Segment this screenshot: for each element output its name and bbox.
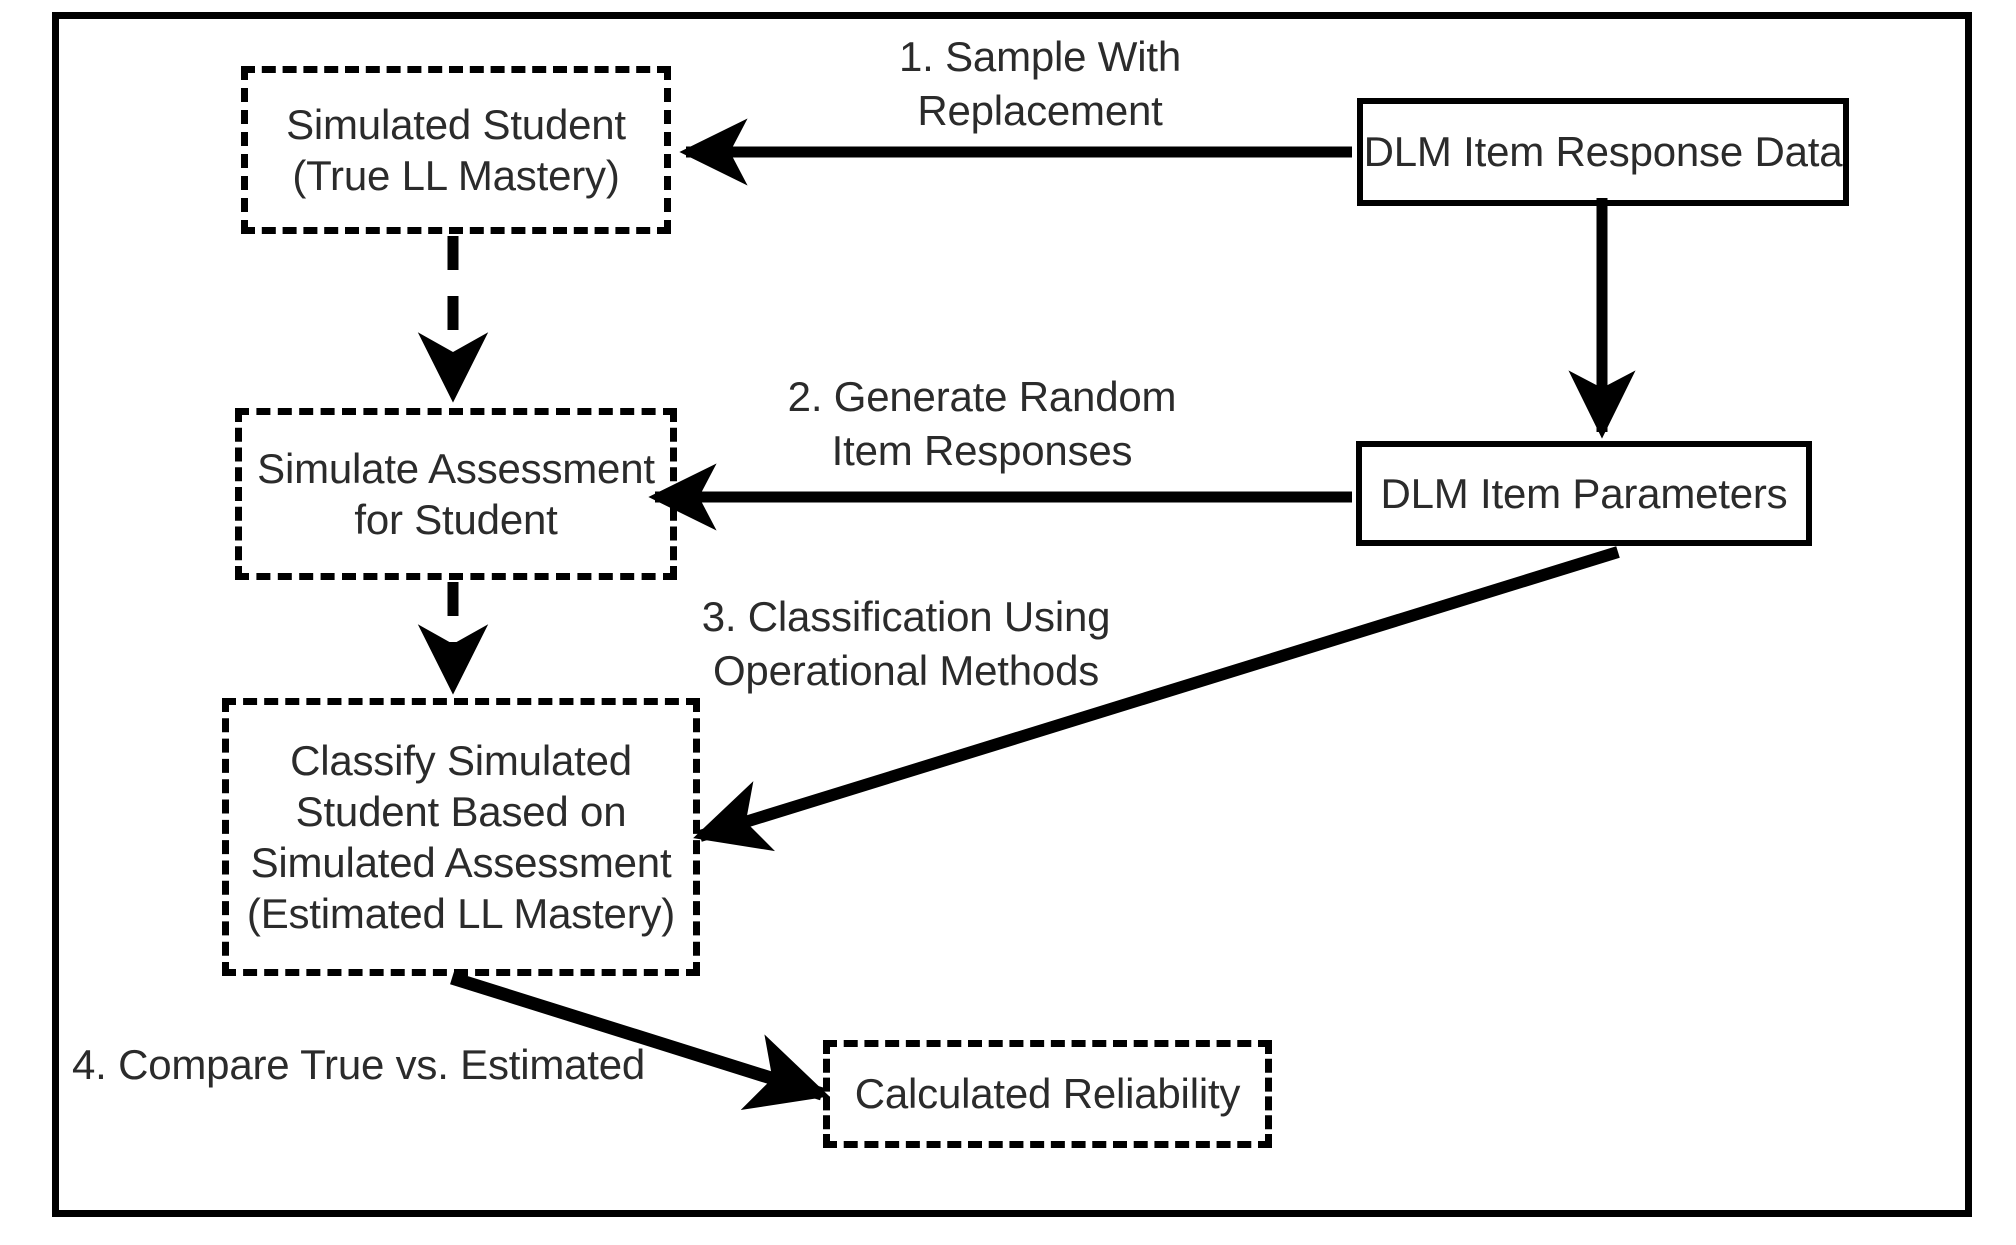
node-classify-simulated-student-line-2: Student Based on (295, 787, 627, 835)
node-simulate-assessment-line-2: for Student (354, 496, 558, 543)
node-calculated-reliability[interactable]: Calculated Reliability (823, 1040, 1272, 1148)
node-classify-simulated-student-line-1: Classify Simulated (290, 736, 632, 784)
step-label-4: 4. Compare True vs. Estimated (72, 1038, 692, 1092)
node-dlm-item-response-data-line-1: DLM Item Response Data (1363, 128, 1843, 176)
step-label-1: 1. Sample With Replacement (880, 30, 1200, 138)
step-label-3: 3. Classification Using Operational Meth… (686, 590, 1126, 698)
node-dlm-item-response-data[interactable]: DLM Item Response Data (1357, 98, 1849, 206)
node-dlm-item-parameters[interactable]: DLM Item Parameters (1356, 441, 1812, 546)
node-simulated-student-line-2: (True LL Mastery) (292, 152, 620, 199)
node-simulated-student[interactable]: Simulated Student (True LL Mastery) (241, 66, 671, 234)
node-classify-simulated-student-line-3: Simulated Assessment (250, 839, 672, 886)
step-label-3-line-2: Operational Methods (712, 646, 1100, 694)
step-label-1-line-2: Replacement (917, 86, 1163, 134)
node-dlm-item-parameters-line-1: DLM Item Parameters (1380, 469, 1788, 517)
node-simulate-assessment-line-1: Simulate Assessment (257, 444, 655, 492)
step-label-2-line-2: Item Responses (831, 426, 1133, 474)
figure-border (52, 12, 1972, 1217)
node-classify-simulated-student[interactable]: Classify Simulated Student Based on Simu… (222, 698, 700, 976)
node-simulated-student-line-1: Simulated Student (286, 100, 626, 148)
step-label-3-line-1: 3. Classification Using (701, 593, 1111, 640)
step-label-2-line-1: 2. Generate Random (787, 373, 1177, 420)
node-simulate-assessment[interactable]: Simulate Assessment for Student (235, 408, 677, 580)
step-label-1-line-1: 1. Sample With (899, 33, 1181, 80)
node-calculated-reliability-line-1: Calculated Reliability (854, 1070, 1241, 1118)
node-classify-simulated-student-line-4: (Estimated LL Mastery) (246, 890, 676, 938)
step-label-4-line-1: 4. Compare True vs. Estimated (72, 1041, 646, 1088)
step-label-2: 2. Generate Random Item Responses (782, 370, 1182, 478)
